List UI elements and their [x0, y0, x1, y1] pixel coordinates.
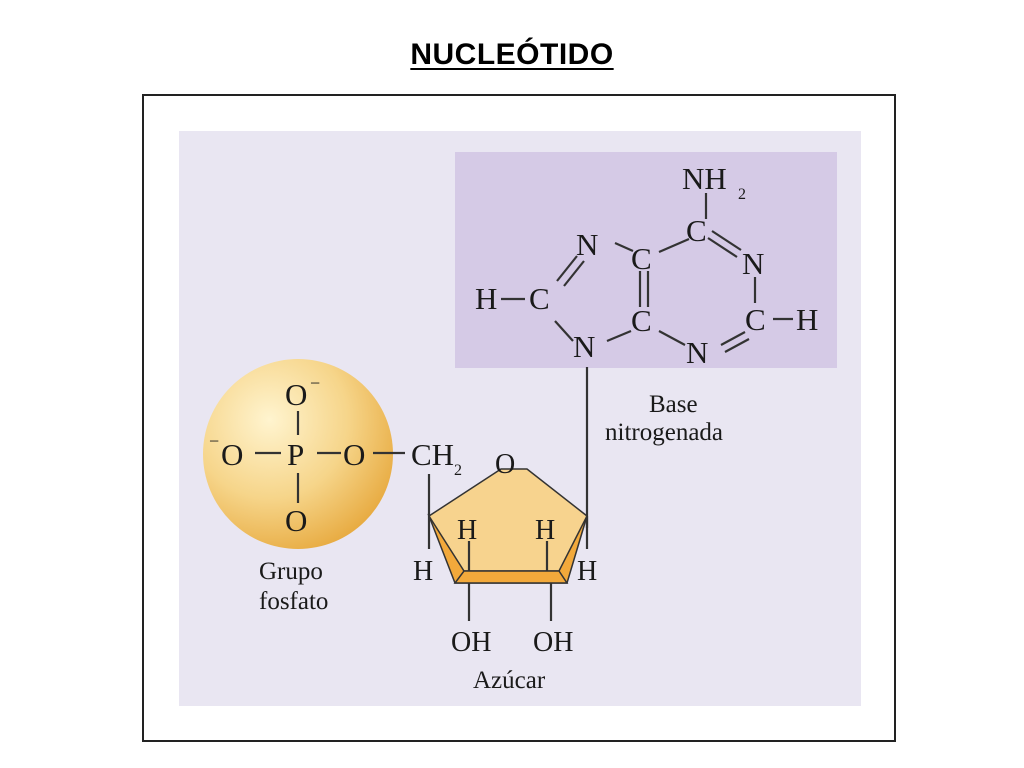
label-base-line1: Base [649, 391, 698, 418]
atom-c-top: C [686, 213, 707, 248]
slide-title: NUCLEÓTIDO [410, 38, 614, 71]
atom-n-bottom: N [686, 335, 708, 370]
atom-phosphate-p: P [287, 437, 304, 472]
atom-sugar-h-c1: H [577, 556, 597, 587]
nucleotide-diagram: NH 2 C N C N H C C C H N N Base nitrogen… [179, 131, 861, 706]
atom-nh2-subscript: 2 [738, 186, 746, 203]
atom-n-bottom-left: N [573, 329, 595, 364]
atom-sugar-oh-right: OH [533, 627, 573, 658]
label-phosphate-line1: Grupo [259, 558, 323, 585]
atom-phosphate-o-left-charge: − [209, 431, 219, 451]
atom-h-right: H [796, 302, 818, 337]
phosphate-sphere [203, 359, 393, 549]
phosphate-bonds [255, 411, 405, 503]
atom-phosphate-o-bottom: O [285, 503, 307, 538]
atom-ch2-subscript: 2 [454, 462, 462, 479]
atom-phosphate-o-left: O [221, 437, 243, 472]
label-sugar: Azúcar [473, 667, 546, 694]
atom-phosphate-o-top: O [285, 377, 307, 412]
base-bonds [501, 193, 793, 528]
label-base-line2: nitrogenada [605, 419, 723, 446]
atom-n-left-top: N [576, 227, 598, 262]
atom-h-left: H [475, 281, 497, 316]
atom-sugar-h-c3: H [535, 515, 555, 546]
atom-sugar-h-left: H [413, 556, 433, 587]
atom-c-left: C [529, 281, 550, 316]
atom-nh2: NH [682, 161, 727, 196]
atom-phosphate-o-top-charge: − [310, 373, 320, 393]
base-box [455, 152, 837, 368]
label-phosphate-line2: fosfato [259, 588, 328, 615]
atom-c-right: C [745, 302, 766, 337]
atom-n-right: N [742, 246, 764, 281]
atom-sugar-oh-left: OH [451, 627, 491, 658]
atom-ch2: CH [411, 437, 454, 472]
atom-sugar-o-ring: O [495, 449, 515, 480]
atom-sugar-h-c4: H [457, 515, 477, 546]
atom-c-mid-bottom: C [631, 303, 652, 338]
atom-c-mid-top: C [631, 241, 652, 276]
atom-phosphate-o-right: O [343, 437, 365, 472]
